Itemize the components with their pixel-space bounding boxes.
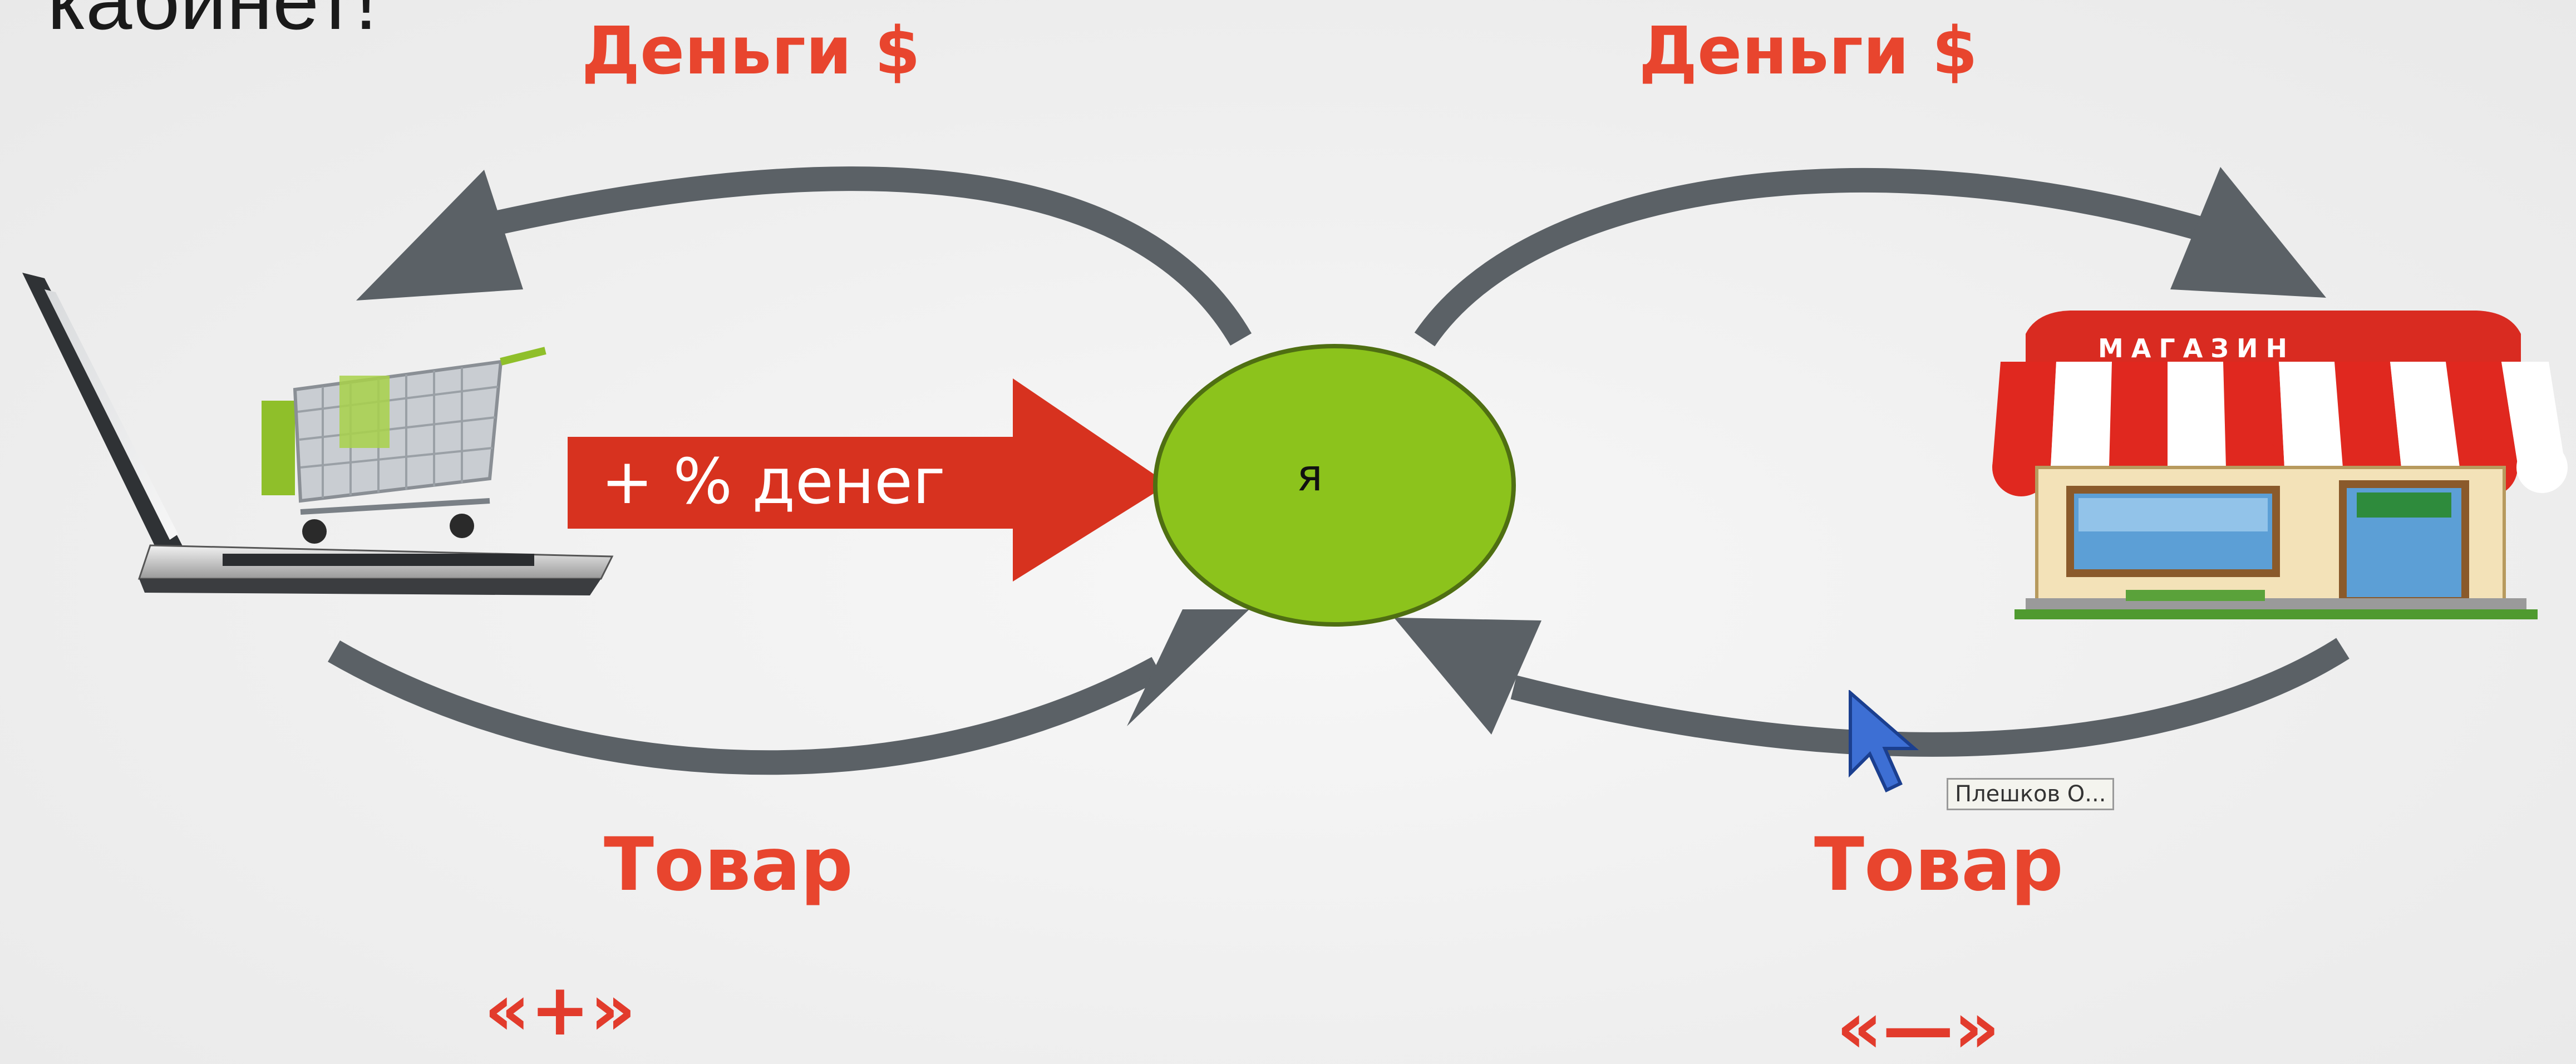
goods-arrow-from-laptop (328, 640, 1164, 775)
arrowhead-top-right (2170, 167, 2326, 298)
percent-money-arrow (568, 378, 1169, 582)
cursor-tooltip: Плешков О... (1947, 778, 2115, 810)
mouse-cursor-icon (1849, 690, 1919, 793)
money-label-right: Деньги $ (1639, 12, 1978, 89)
money-arrow-to-laptop (470, 166, 1252, 346)
goods-arrow-from-shop (1510, 638, 2350, 757)
laptop-with-shopping-cart-icon (22, 273, 614, 595)
arrowhead-top-left (356, 170, 523, 301)
shop-storefront-icon (1992, 311, 2568, 619)
goods-label-right: Товар (1814, 822, 2063, 908)
plus-sign-label: «+» (484, 969, 636, 1052)
goods-label-left: Товар (604, 822, 853, 908)
percent-money-label: + % денег (601, 446, 945, 518)
page-heading: кабинет! (47, 0, 378, 47)
minus-sign-label: «—» (1836, 987, 2000, 1064)
arrowhead-bottom-left (1127, 609, 1249, 726)
shop-sign-label: МАГАЗИН (2098, 333, 2295, 363)
me-label: я (1297, 451, 1323, 501)
money-arrow-to-shop (1414, 168, 2201, 347)
arrowhead-bottom-right (1394, 618, 1541, 735)
money-label-left: Деньги $ (582, 12, 920, 89)
me-circle (1153, 344, 1516, 627)
